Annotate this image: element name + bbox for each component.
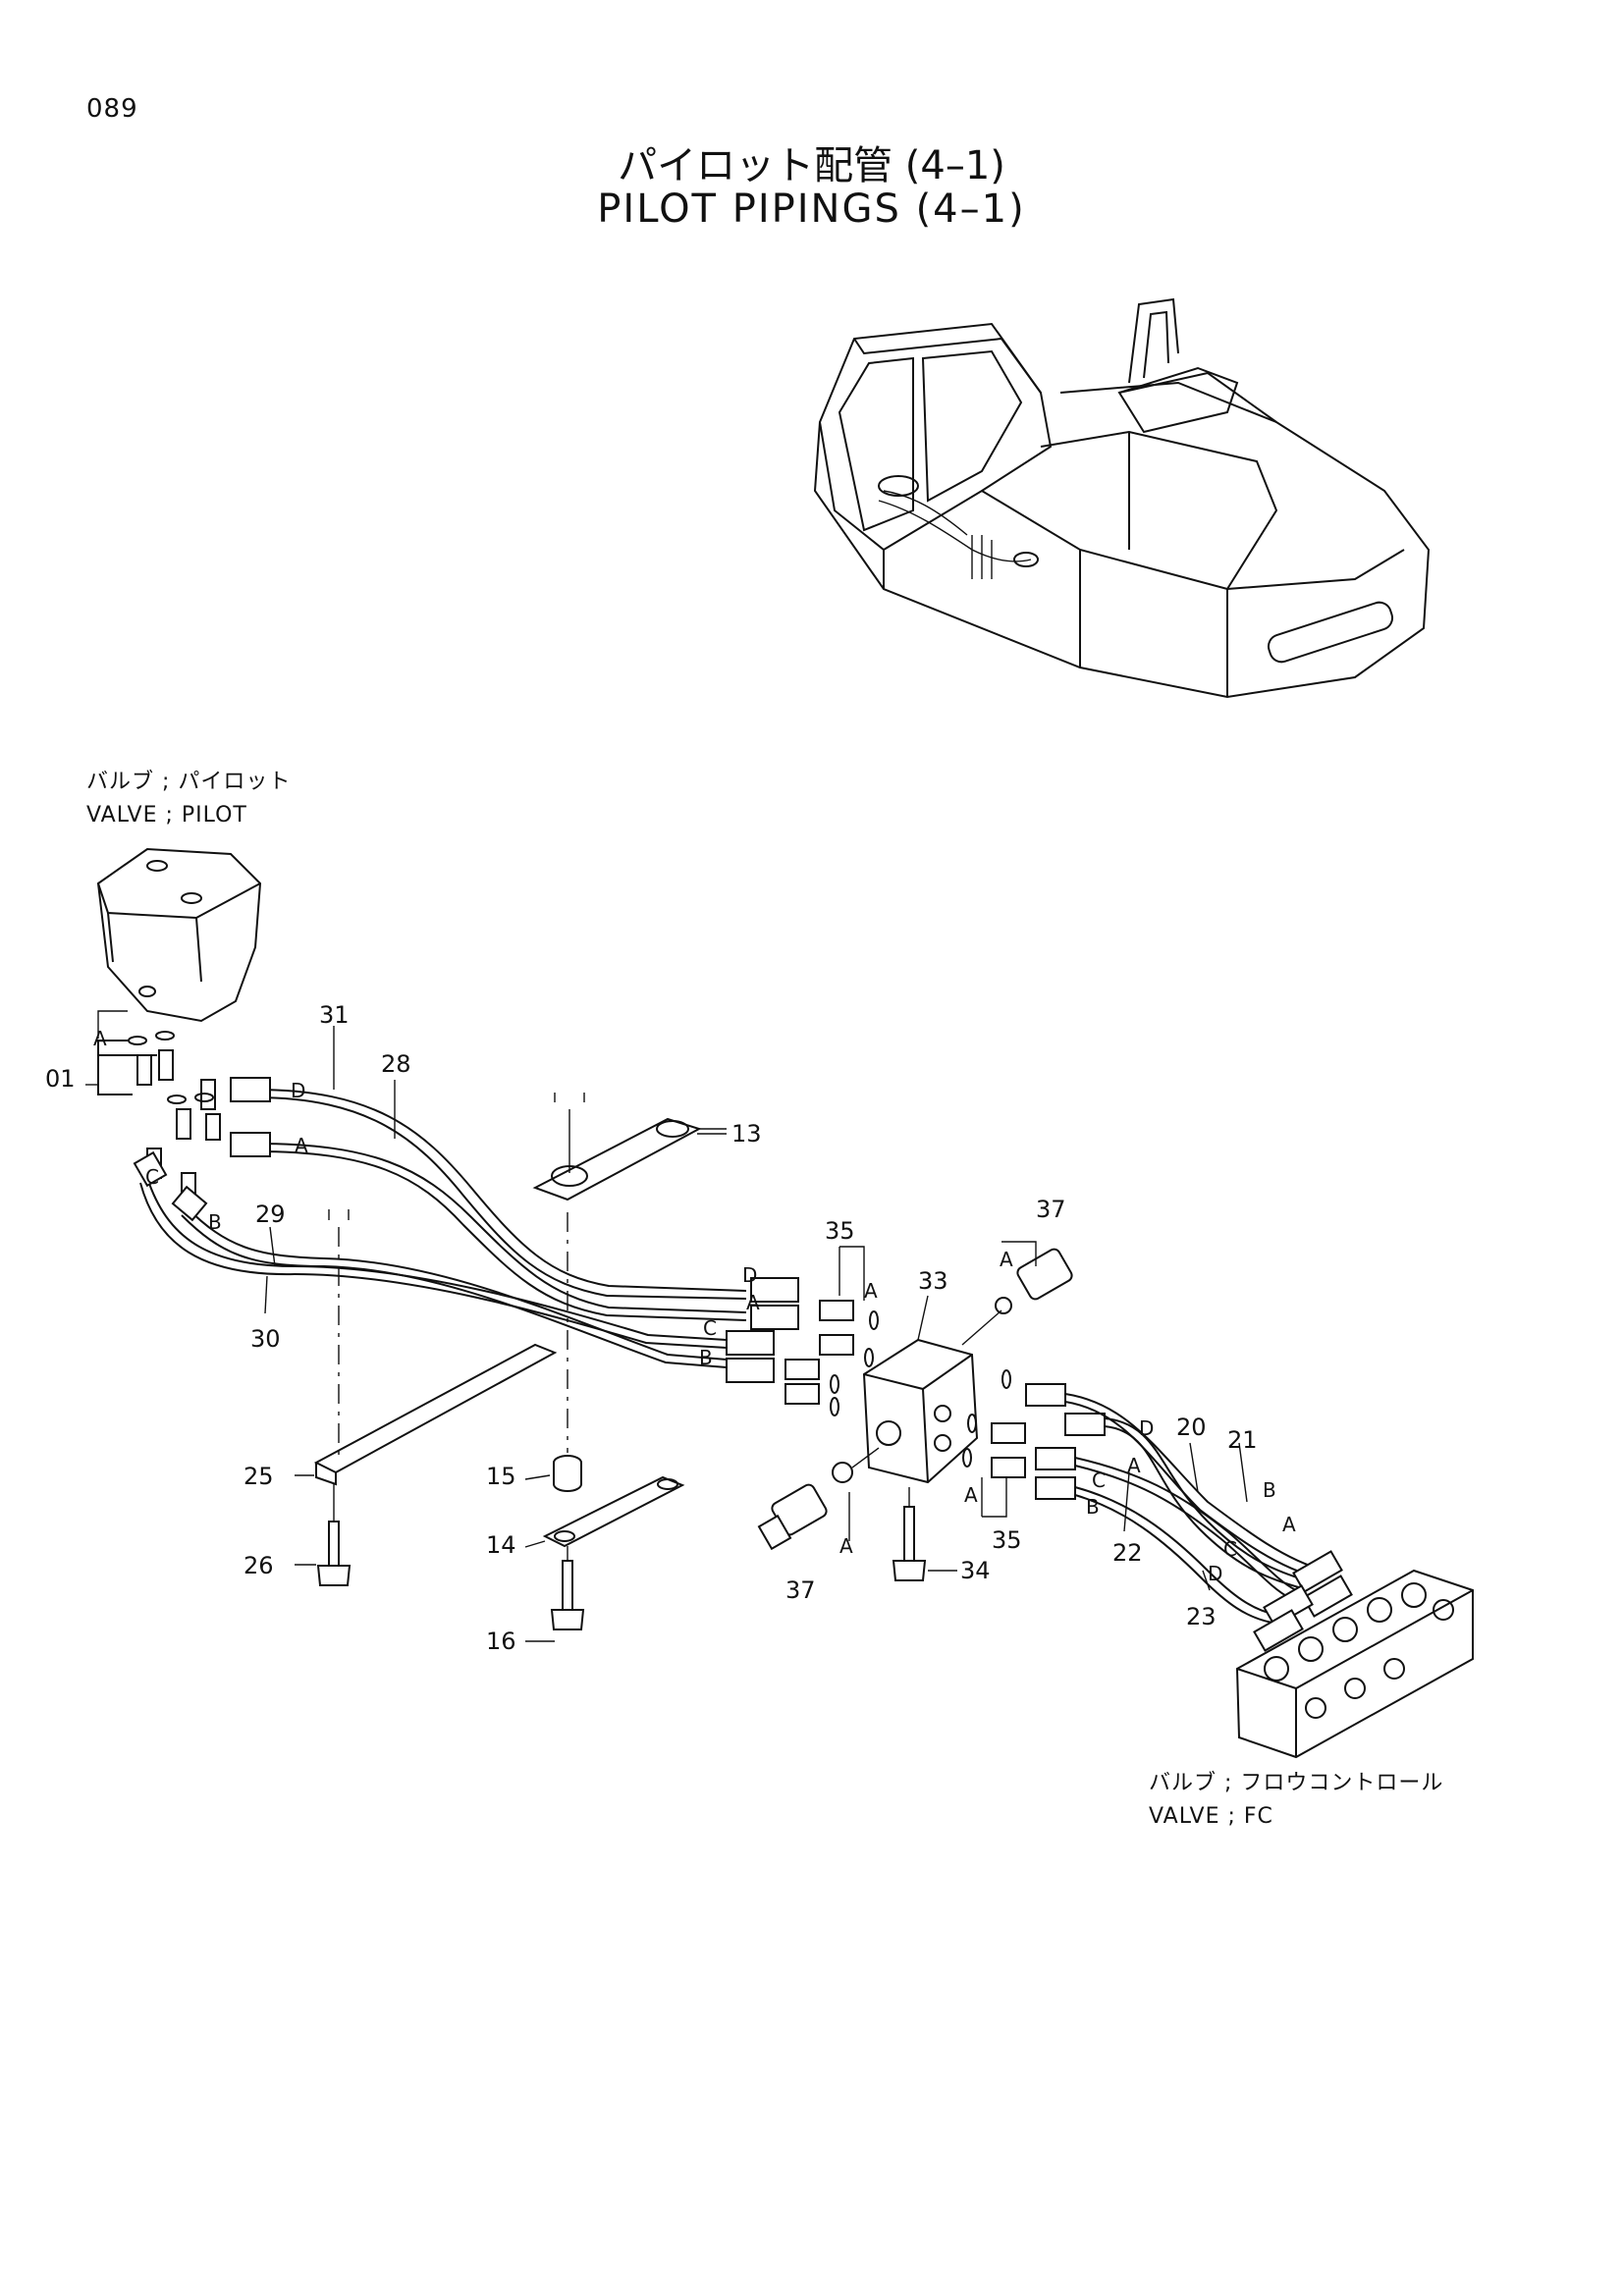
part-number-20: 20 xyxy=(1176,1414,1207,1441)
bolt-34 xyxy=(892,1487,927,1581)
port-label-c-hose: C xyxy=(703,1316,717,1340)
port-label-d-fc: D xyxy=(1139,1416,1154,1440)
fc-valve-label-en: VALVE ; FC xyxy=(1149,1804,1273,1829)
fc-hoses xyxy=(1025,1383,1353,1652)
port-label-d-hose: D xyxy=(742,1263,757,1287)
pilot-valve-caption: バルブ ; パイロット VALVE ; PILOT xyxy=(86,766,291,832)
port-label-b-fc: B xyxy=(1086,1495,1100,1519)
part-number-37-upper: 37 xyxy=(1036,1196,1066,1223)
part-number-16: 16 xyxy=(486,1628,516,1655)
part-number-31: 31 xyxy=(319,1001,350,1029)
port-label-a-37-lower: A xyxy=(839,1534,853,1558)
part-number-26: 26 xyxy=(243,1552,274,1579)
part-number-01: 01 xyxy=(45,1065,76,1093)
part-number-28: 28 xyxy=(381,1050,411,1078)
plate-25 xyxy=(313,1209,558,1486)
port-label-a-fitting: A xyxy=(93,1027,107,1050)
port-label-a-fc-end: A xyxy=(1282,1513,1296,1536)
part-number-30: 30 xyxy=(250,1325,281,1353)
port-label-a-35-lower: A xyxy=(964,1483,978,1507)
plate-14 xyxy=(542,1475,685,1548)
port-label-a-hose: A xyxy=(746,1291,760,1314)
port-label-a-pilot: A xyxy=(295,1134,308,1157)
pilot-valve-label-jp: バルブ ; パイロット xyxy=(86,770,292,794)
part-number-37-lower: 37 xyxy=(785,1576,816,1604)
bolt-16 xyxy=(550,1546,585,1630)
fc-valve-label-jp: バルブ ; フロウコントロール xyxy=(1149,1771,1444,1795)
port-label-c-fc: C xyxy=(1092,1468,1106,1492)
pressure-switch-lower xyxy=(757,1447,880,1551)
part-number-33: 33 xyxy=(918,1267,948,1295)
port-label-b-fc-end: B xyxy=(1263,1478,1276,1502)
leader-lines xyxy=(85,1010,1248,1642)
part-number-21: 21 xyxy=(1227,1426,1258,1454)
fc-valve-caption: バルブ ; フロウコントロール VALVE ; FC xyxy=(1149,1767,1443,1834)
plate-13 xyxy=(532,1093,727,1201)
pressure-switch-upper xyxy=(961,1248,1073,1346)
port-label-c-pilot: C xyxy=(145,1165,159,1189)
fc-valve-illustration xyxy=(1235,1569,1474,1759)
excavator-illustration xyxy=(813,297,1431,699)
port-label-a-37-upper: A xyxy=(1000,1248,1013,1271)
part-number-25: 25 xyxy=(243,1463,274,1490)
port-label-b-hose: B xyxy=(699,1346,713,1369)
port-label-d-pilot: D xyxy=(291,1079,305,1102)
part-number-34: 34 xyxy=(960,1557,991,1584)
part-number-14: 14 xyxy=(486,1531,516,1559)
part-number-35-lower: 35 xyxy=(992,1526,1022,1554)
page-number: 089 xyxy=(86,94,138,124)
part-number-15: 15 xyxy=(486,1463,516,1490)
port-label-d-fc-end: D xyxy=(1208,1562,1222,1585)
bolt-26 xyxy=(316,1484,352,1586)
pilot-hoses xyxy=(133,1077,799,1383)
port-label-a-35-upper: A xyxy=(864,1279,878,1303)
part-number-22: 22 xyxy=(1112,1539,1143,1567)
part-number-23: 23 xyxy=(1186,1603,1217,1630)
pilot-valve-label-en: VALVE ; PILOT xyxy=(86,803,247,828)
pilot-valve-illustration xyxy=(96,847,262,1023)
port-label-b-pilot: B xyxy=(208,1210,222,1234)
junction-block xyxy=(862,1338,979,1484)
collar-15 xyxy=(553,1212,582,1492)
part-number-13: 13 xyxy=(731,1120,762,1148)
port-label-c-fc-end: C xyxy=(1223,1537,1237,1561)
page-title-english: PILOT PIPINGS (4–1) xyxy=(597,187,1026,232)
part-number-35-upper: 35 xyxy=(825,1217,855,1245)
port-label-a-fc: A xyxy=(1127,1454,1141,1477)
page-title-japanese: パイロット配管 (4–1) xyxy=(618,143,1005,188)
part-number-29: 29 xyxy=(255,1201,286,1228)
